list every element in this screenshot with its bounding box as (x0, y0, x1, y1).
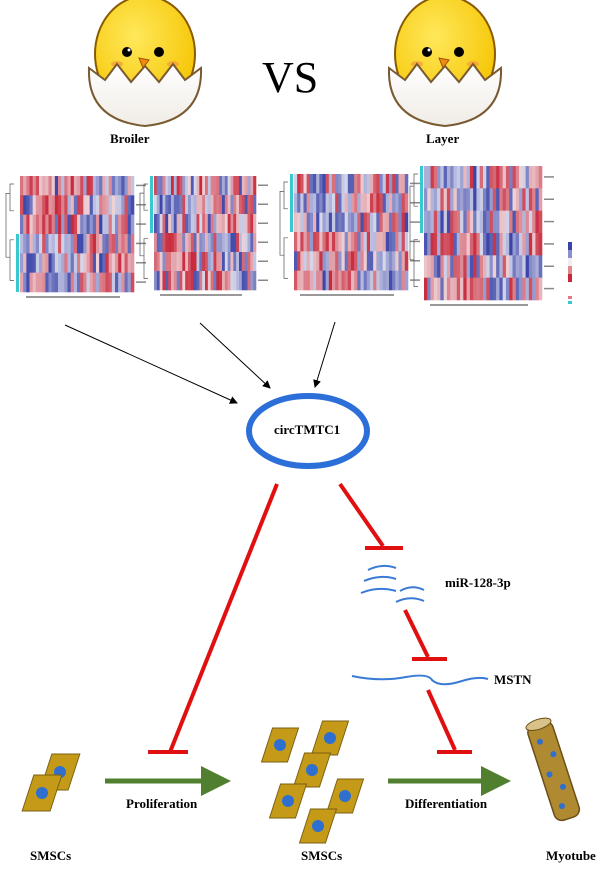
heatmap-legend (568, 242, 572, 304)
smsc-cell (325, 778, 365, 814)
smsc-left-label: SMSCs (30, 848, 72, 863)
smsc-cell (310, 720, 350, 756)
heatmap-panel (5, 176, 146, 298)
mstn-label: MSTN (494, 672, 532, 687)
differentiation-label: Differentiation (405, 796, 488, 811)
vs-label: VS (262, 53, 319, 102)
smsc-cell (292, 752, 332, 788)
convergence-arrows (64, 321, 336, 404)
circtmtc1-label: circTMTC1 (274, 422, 341, 437)
broiler-label: Broiler (110, 131, 150, 146)
mirna-strands-icon (360, 564, 425, 603)
broiler-chick-icon (87, 0, 203, 128)
layer-chick-icon (387, 0, 503, 128)
smsc-cell (260, 727, 300, 763)
smsc-cell (268, 783, 308, 819)
heatmap-panel (139, 176, 268, 296)
smsc-middle-label: SMSCs (301, 848, 343, 863)
inhibition-edges (148, 482, 472, 754)
myotube-icon (525, 717, 581, 822)
smsc-cells-middle-icon (260, 720, 365, 844)
heatmap-panel (279, 174, 420, 296)
heatmap-panel (409, 166, 554, 306)
myotube-label: Myotube (546, 848, 596, 863)
layer-label: Layer (426, 131, 460, 146)
mirna-label: miR-128-3p (445, 575, 511, 590)
proliferation-label: Proliferation (126, 796, 198, 811)
circtmtc1-ring (246, 393, 370, 469)
mstn-mrna-icon (351, 674, 489, 686)
smsc-cells-left-icon (21, 753, 81, 812)
smsc-cell (298, 808, 338, 844)
heatmap-panels (5, 166, 572, 306)
